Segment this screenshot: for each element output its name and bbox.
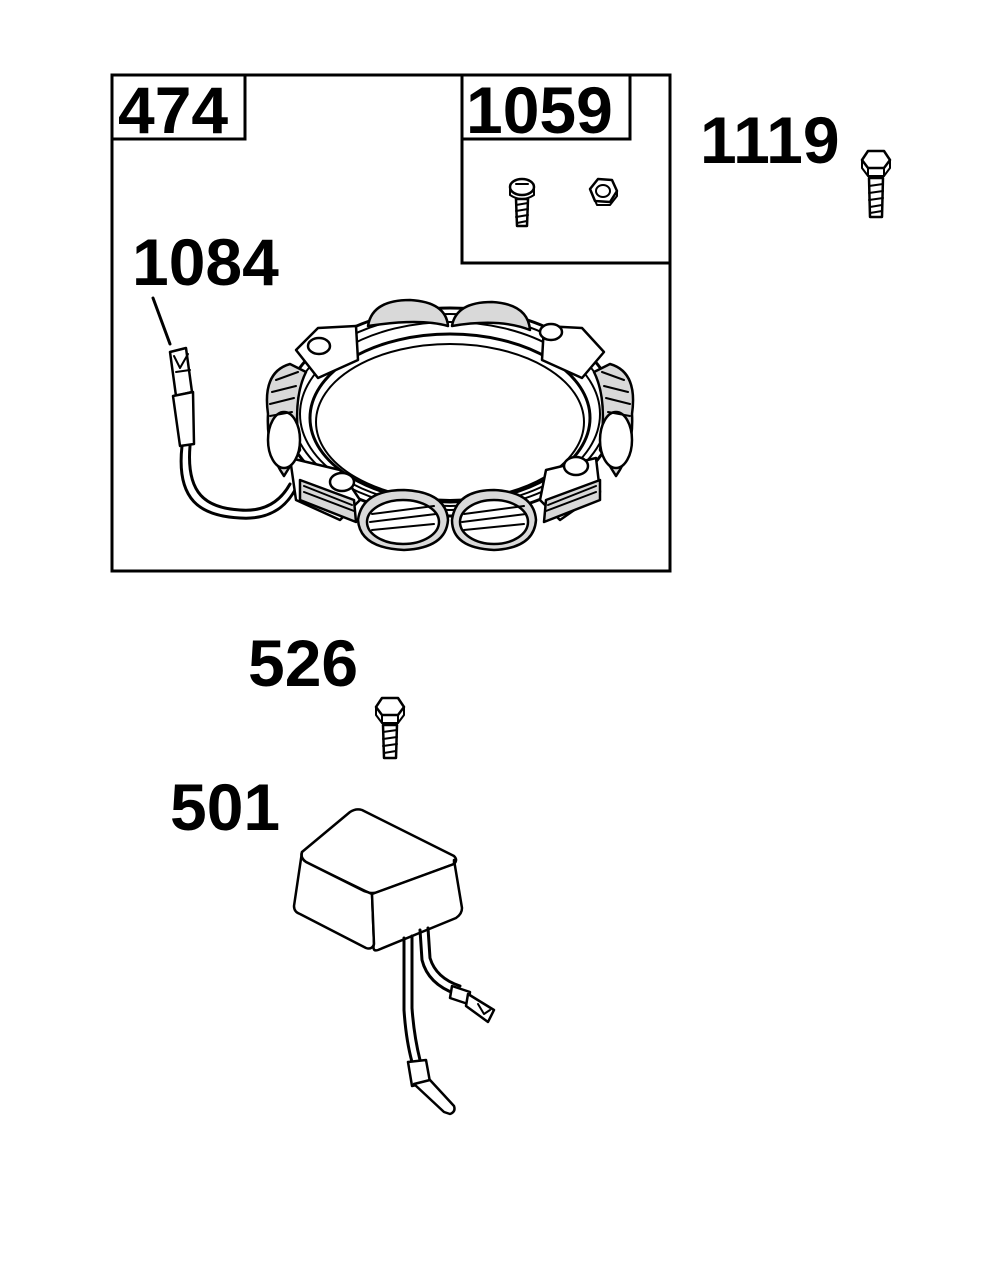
hex-bolt-526-icon <box>374 696 406 760</box>
screw-526-label: 526 <box>248 626 358 700</box>
hardware-kit-label: 1059 <box>466 73 613 147</box>
stator-kit-frame <box>110 73 672 573</box>
lead-wire-leader-line <box>151 296 172 346</box>
stator-kit-label: 474 <box>118 73 228 147</box>
regulator-label: 501 <box>170 770 280 844</box>
kit-screw-icon <box>508 177 536 228</box>
hex-bolt-1119-icon <box>860 149 892 219</box>
lead-wire-label: 1084 <box>132 225 279 299</box>
screw-1119-label: 1119 <box>700 103 840 177</box>
stator-ring-icon <box>265 298 635 552</box>
regulator-icon <box>292 808 496 1116</box>
lead-wire-icon <box>168 346 298 520</box>
kit-nut-icon <box>588 177 619 206</box>
hardware-kit-label-box <box>460 73 632 141</box>
stator-kit-label-box <box>110 73 247 141</box>
